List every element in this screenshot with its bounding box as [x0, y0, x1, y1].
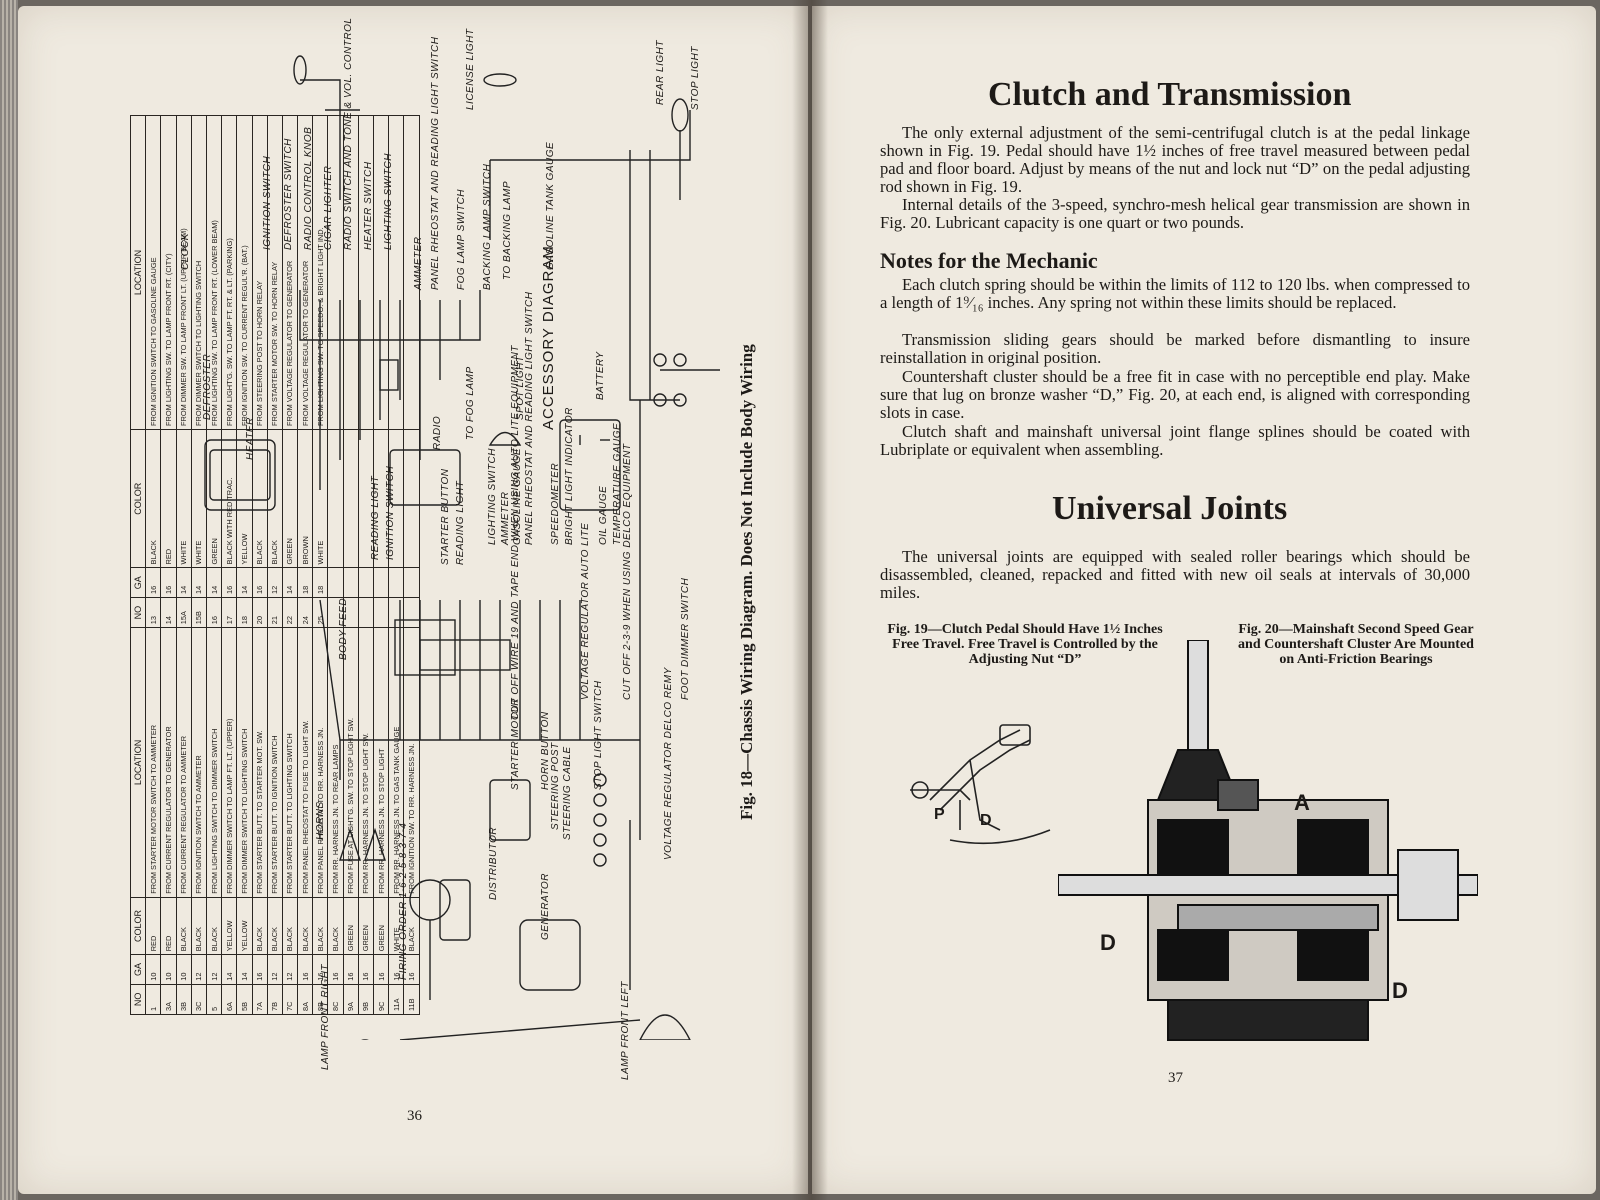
heading-notes-for-mechanic: Notes for the Mechanic [880, 248, 1098, 273]
label-oil-gauge: OIL GAUGE [598, 485, 609, 545]
label-radio: RADIO [432, 415, 443, 450]
page-number-right: 37 [1168, 1070, 1183, 1086]
paragraph-universal-joints: The universal joints are equipped with s… [880, 547, 1470, 602]
fig19-label-p: P [934, 806, 945, 823]
label-firing-order: FIRING ORDER 1-6-2-5-8-3-7-4 [398, 822, 409, 980]
fig19-label-d: D [980, 812, 992, 829]
fig20-transmission-illustration [1058, 640, 1478, 1041]
label-defroster: DEFROSTER [202, 353, 213, 420]
label-cut-off-wire-19: CUT OFF WIRE 19 AND TAPE END WHEN USING … [510, 345, 521, 720]
wiring-table-header-cell: COLOR [130, 429, 146, 568]
wiring-table-header-cell: LOCATION [130, 115, 146, 430]
label-lamp-front-left: LAMP FRONT LEFT [620, 981, 631, 1080]
wiring-table-header-cell: NO [130, 984, 146, 1015]
fig19-clutch-pedal-illustration [910, 724, 1051, 845]
paragraph-sliding-gears: Transmission sliding gears should be mar… [880, 330, 1470, 367]
label-radio-switch: RADIO SWITCH AND TONE & VOL. CONTROL [343, 17, 354, 250]
label-voltage-regulator-auto-lite: VOLTAGE REGULATOR AUTO LITE [580, 522, 591, 700]
label-steering-cable: STEERING CABLE [562, 746, 573, 840]
chassis-wiring-diagram [204, 55, 720, 1040]
wiring-table-header-cell: GA [130, 954, 146, 985]
label-foot-dimmer-switch: FOOT DIMMER SWITCH [680, 577, 691, 700]
wiring-table-cell: RED [145, 897, 161, 955]
paragraph-countershaft: Countershaft cluster should be a free fi… [880, 367, 1470, 422]
label-to-fog-lamp: TO FOG LAMP [465, 366, 476, 440]
left-page [18, 6, 808, 1194]
label-backing-lamp-switch: BACKING LAMP SWITCH [482, 163, 493, 290]
wiring-table-cell: 1 [145, 984, 161, 1015]
label-to-backing-lamp: TO BACKING LAMP [502, 180, 513, 280]
wiring-table-header-cell: LOCATION [130, 627, 146, 898]
wiring-table-cell: BLACK [145, 429, 161, 568]
accessory-diagram-title: ACCESSORY DIAGRAM [540, 245, 557, 430]
label-panel-rheostat-chassis: PANEL RHEOSTAT AND READING LIGHT SWITCH [524, 291, 535, 545]
label-cigar-lighter: CIGAR LIGHTER [323, 165, 334, 250]
label-speedometer: SPEEDOMETER [550, 462, 561, 545]
page-edges [0, 0, 18, 1200]
wiring-table-header-cell: COLOR [130, 897, 146, 955]
wiring-table-cell: 10 [145, 954, 161, 985]
label-ignition-switch-acc: IGNITION SWITCH [262, 155, 273, 250]
label-stop-light: STOP LIGHT [690, 46, 701, 110]
label-distributor: DISTRIBUTOR [488, 826, 499, 900]
label-stop-light-switch: STOP LIGHT SWITCH [593, 680, 604, 790]
paragraph-clutch-adjustment: The only external adjustment of the semi… [880, 123, 1470, 196]
label-reading-light: READING LIGHT [370, 475, 381, 560]
paragraph-transmission-details: Internal details of the 3-speed, synchro… [880, 195, 1470, 232]
label-radio-control-knob: RADIO CONTROL KNOB [303, 126, 314, 250]
label-lighting-switch-acc: LIGHTING SWITCH [383, 153, 394, 250]
fig18-caption: Fig. 18—Chassis Wiring Diagram. Does Not… [737, 344, 756, 820]
label-ammeter-acc: AMMETER [413, 236, 424, 291]
label-lamp-front-right: LAMP FRONT RIGHT [320, 964, 331, 1070]
label-steering-post: STEERING POST [550, 742, 561, 830]
label-cut-off-delco: CUT OFF 2-3-9 WHEN USING DELCO EQUIPMENT [622, 443, 633, 700]
fig20-label-d-left: D [1100, 930, 1116, 955]
label-ignition-switch: IGNITION SWITCH [385, 465, 396, 560]
paragraph-clutch-shaft: Clutch shaft and mainshaft universal joi… [880, 422, 1470, 459]
label-horns: HORNS [315, 801, 326, 840]
book-gutter [792, 0, 828, 1200]
label-bright-light-indicator: BRIGHT LIGHT INDICATOR [564, 407, 575, 545]
label-heater-switch: HEATER SWITCH [363, 161, 374, 250]
wiring-table-cell: 16 [145, 567, 161, 598]
fig20-label-d-right: D [1392, 978, 1408, 1003]
label-rear-light: REAR LIGHT [655, 39, 666, 105]
wiring-table-cell: FROM IGNITION SWITCH TO GASOLINE GAUGE [145, 115, 161, 430]
paragraph-clutch-spring: Each clutch spring should be within the … [880, 275, 1470, 312]
label-generator: GENERATOR [540, 873, 551, 940]
wiring-table-cell: 13 [145, 597, 161, 628]
heading-universal-joints: Universal Joints [1052, 490, 1288, 527]
label-license-light: LICENSE LIGHT [465, 28, 476, 110]
fig20-label-a: A [1294, 790, 1310, 815]
wiring-table-cell: FROM STARTER MOTOR SWITCH TO AMMETER [145, 627, 161, 898]
page-number-left: 36 [407, 1108, 422, 1124]
fig19-caption: Fig. 19—Clutch Pedal Should Have 1½ Inch… [887, 622, 1163, 667]
label-fog-lamp-switch: FOG LAMP SWITCH [456, 188, 467, 290]
label-starter-motor: STARTER MOTOR [510, 697, 521, 790]
label-starter-button: STARTER BUTTON [440, 468, 451, 565]
label-lighting-switch: LIGHTING SWITCH [487, 448, 498, 545]
label-voltage-regulator-delco: VOLTAGE REGULATOR DELCO REMY [663, 667, 674, 860]
wiring-table-header-cell: NO [130, 597, 146, 628]
fig20-caption: Fig. 20—Mainshaft Second Speed Gear and … [1238, 622, 1474, 667]
label-panel-rheostat: PANEL RHEOSTAT AND READING LIGHT SWITCH [430, 36, 441, 290]
label-heater: HEATER [245, 417, 256, 460]
label-body-feed: BODY FEED [338, 597, 349, 660]
wiring-table-header-cell: GA [130, 567, 146, 598]
label-clock: CLOCK [180, 233, 191, 270]
label-battery: BATTERY [595, 351, 606, 400]
heading-clutch-transmission: Clutch and Transmission [988, 76, 1352, 113]
label-reading-light-2: READING LIGHT [455, 480, 466, 565]
label-defroster-switch: DEFROSTER SWITCH [283, 138, 294, 250]
